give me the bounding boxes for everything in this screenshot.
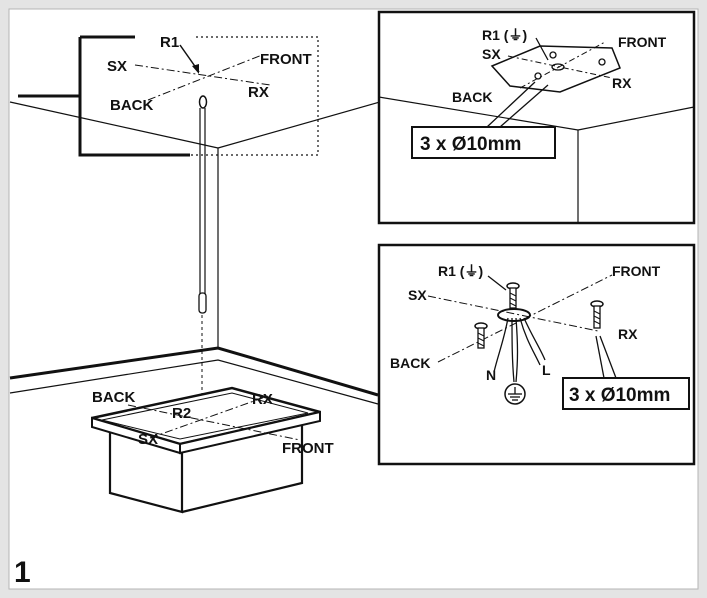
inset1-callout-line (486, 81, 536, 128)
plate-hole-icon (598, 58, 606, 66)
plate-center-hole-icon (551, 63, 565, 71)
cable-hook-icon (198, 95, 208, 109)
plate-outline (190, 36, 319, 156)
inset1-label-back: BACK (452, 89, 492, 105)
inset2-r1-pointer (487, 275, 507, 291)
ceiling-bracket (78, 82, 190, 157)
inset2-label-sx: SX (408, 287, 427, 303)
figure-number: 1 (14, 556, 31, 589)
cable-icon (493, 317, 546, 383)
cable-grommet-icon (497, 308, 531, 322)
cable-plug-icon (198, 292, 207, 314)
inset2-callout-line (599, 335, 617, 379)
plate-hole-icon (549, 51, 557, 59)
inset2-label-l: L (542, 362, 551, 378)
floor-skirting-top (9, 346, 379, 397)
screw-icon (474, 322, 488, 349)
inset-bolts-wiring: 3 x Ø10mm R1 (⏚) SX FRONT RX BACK N L (377, 243, 696, 466)
ceiling-label-rx: RX (248, 84, 269, 101)
inset-ceiling-plate: 3 x Ø10mm R1 (⏚) SX FRONT RX BACK (377, 10, 696, 225)
ceiling-label-sx: SX (107, 58, 127, 75)
ceiling-label-back: BACK (110, 97, 153, 114)
ceiling-label-r1: R1 (160, 34, 179, 51)
r1-arrow-head-icon (192, 64, 199, 74)
inset2-holes-box (562, 377, 690, 410)
ceiling-axis-back-front (147, 54, 263, 101)
inset1-ceiling-edge-left (378, 96, 579, 131)
hob-label-back: BACK (92, 389, 135, 406)
hob-label-r2: R2 (172, 405, 191, 422)
inset1-axis-sx-rx (507, 55, 613, 79)
hob-label-front: FRONT (282, 440, 334, 457)
inset2-label-r1: R1 (⏚) (438, 263, 483, 279)
inset2-holes-label: 3 x Ø10mm (569, 385, 670, 406)
hob-label-rx: RX (252, 391, 273, 408)
hob-unit (91, 386, 321, 514)
inset2-label-back: BACK (390, 355, 430, 371)
ceiling-edge-left (9, 101, 219, 149)
hob-front-right (179, 410, 321, 455)
hob-axis-back-front (127, 404, 301, 441)
inset1-ceiling-edge-right (577, 106, 695, 131)
screw-icon (590, 300, 604, 329)
inset2-axis-sx-rx (427, 295, 599, 332)
inset1-label-r1: R1 (⏚) (482, 27, 527, 43)
inset1-axis-back-front (519, 41, 606, 89)
ground-symbol-icon (504, 383, 526, 405)
hob-axis-sx-rx (149, 395, 269, 439)
plate-hole-icon (534, 72, 542, 80)
screw-icon (506, 282, 520, 309)
cabinet-right (181, 425, 304, 514)
hob-label-sx: SX (138, 431, 158, 448)
inset2-label-rx: RX (618, 326, 638, 342)
room-scene: R1 SX FRONT RX BACK BACK RX R2 SX FRONT (9, 34, 395, 514)
floor-skirting-bottom (9, 359, 379, 405)
cabinet-left (108, 432, 184, 514)
ceiling-axis-sx-rx (134, 64, 271, 86)
ceiling-edge-right (217, 97, 395, 149)
inset1-holes-box (411, 126, 556, 159)
hob-inner-rim (101, 392, 309, 440)
inset2-label-n: N (486, 367, 496, 383)
inset1-label-rx: RX (612, 75, 632, 91)
ceiling-label-front: FRONT (260, 51, 312, 68)
inset1-label-front: FRONT (618, 34, 667, 50)
inset1-holes-label: 3 x Ø10mm (420, 134, 521, 155)
inset2-callout-line (595, 335, 605, 379)
inset1-r1-pointer (535, 37, 549, 61)
inset-bolts-frame (377, 243, 696, 466)
inset2-label-front: FRONT (612, 263, 661, 279)
inset1-label-sx: SX (482, 46, 501, 62)
inset1-callout-line (499, 84, 549, 128)
